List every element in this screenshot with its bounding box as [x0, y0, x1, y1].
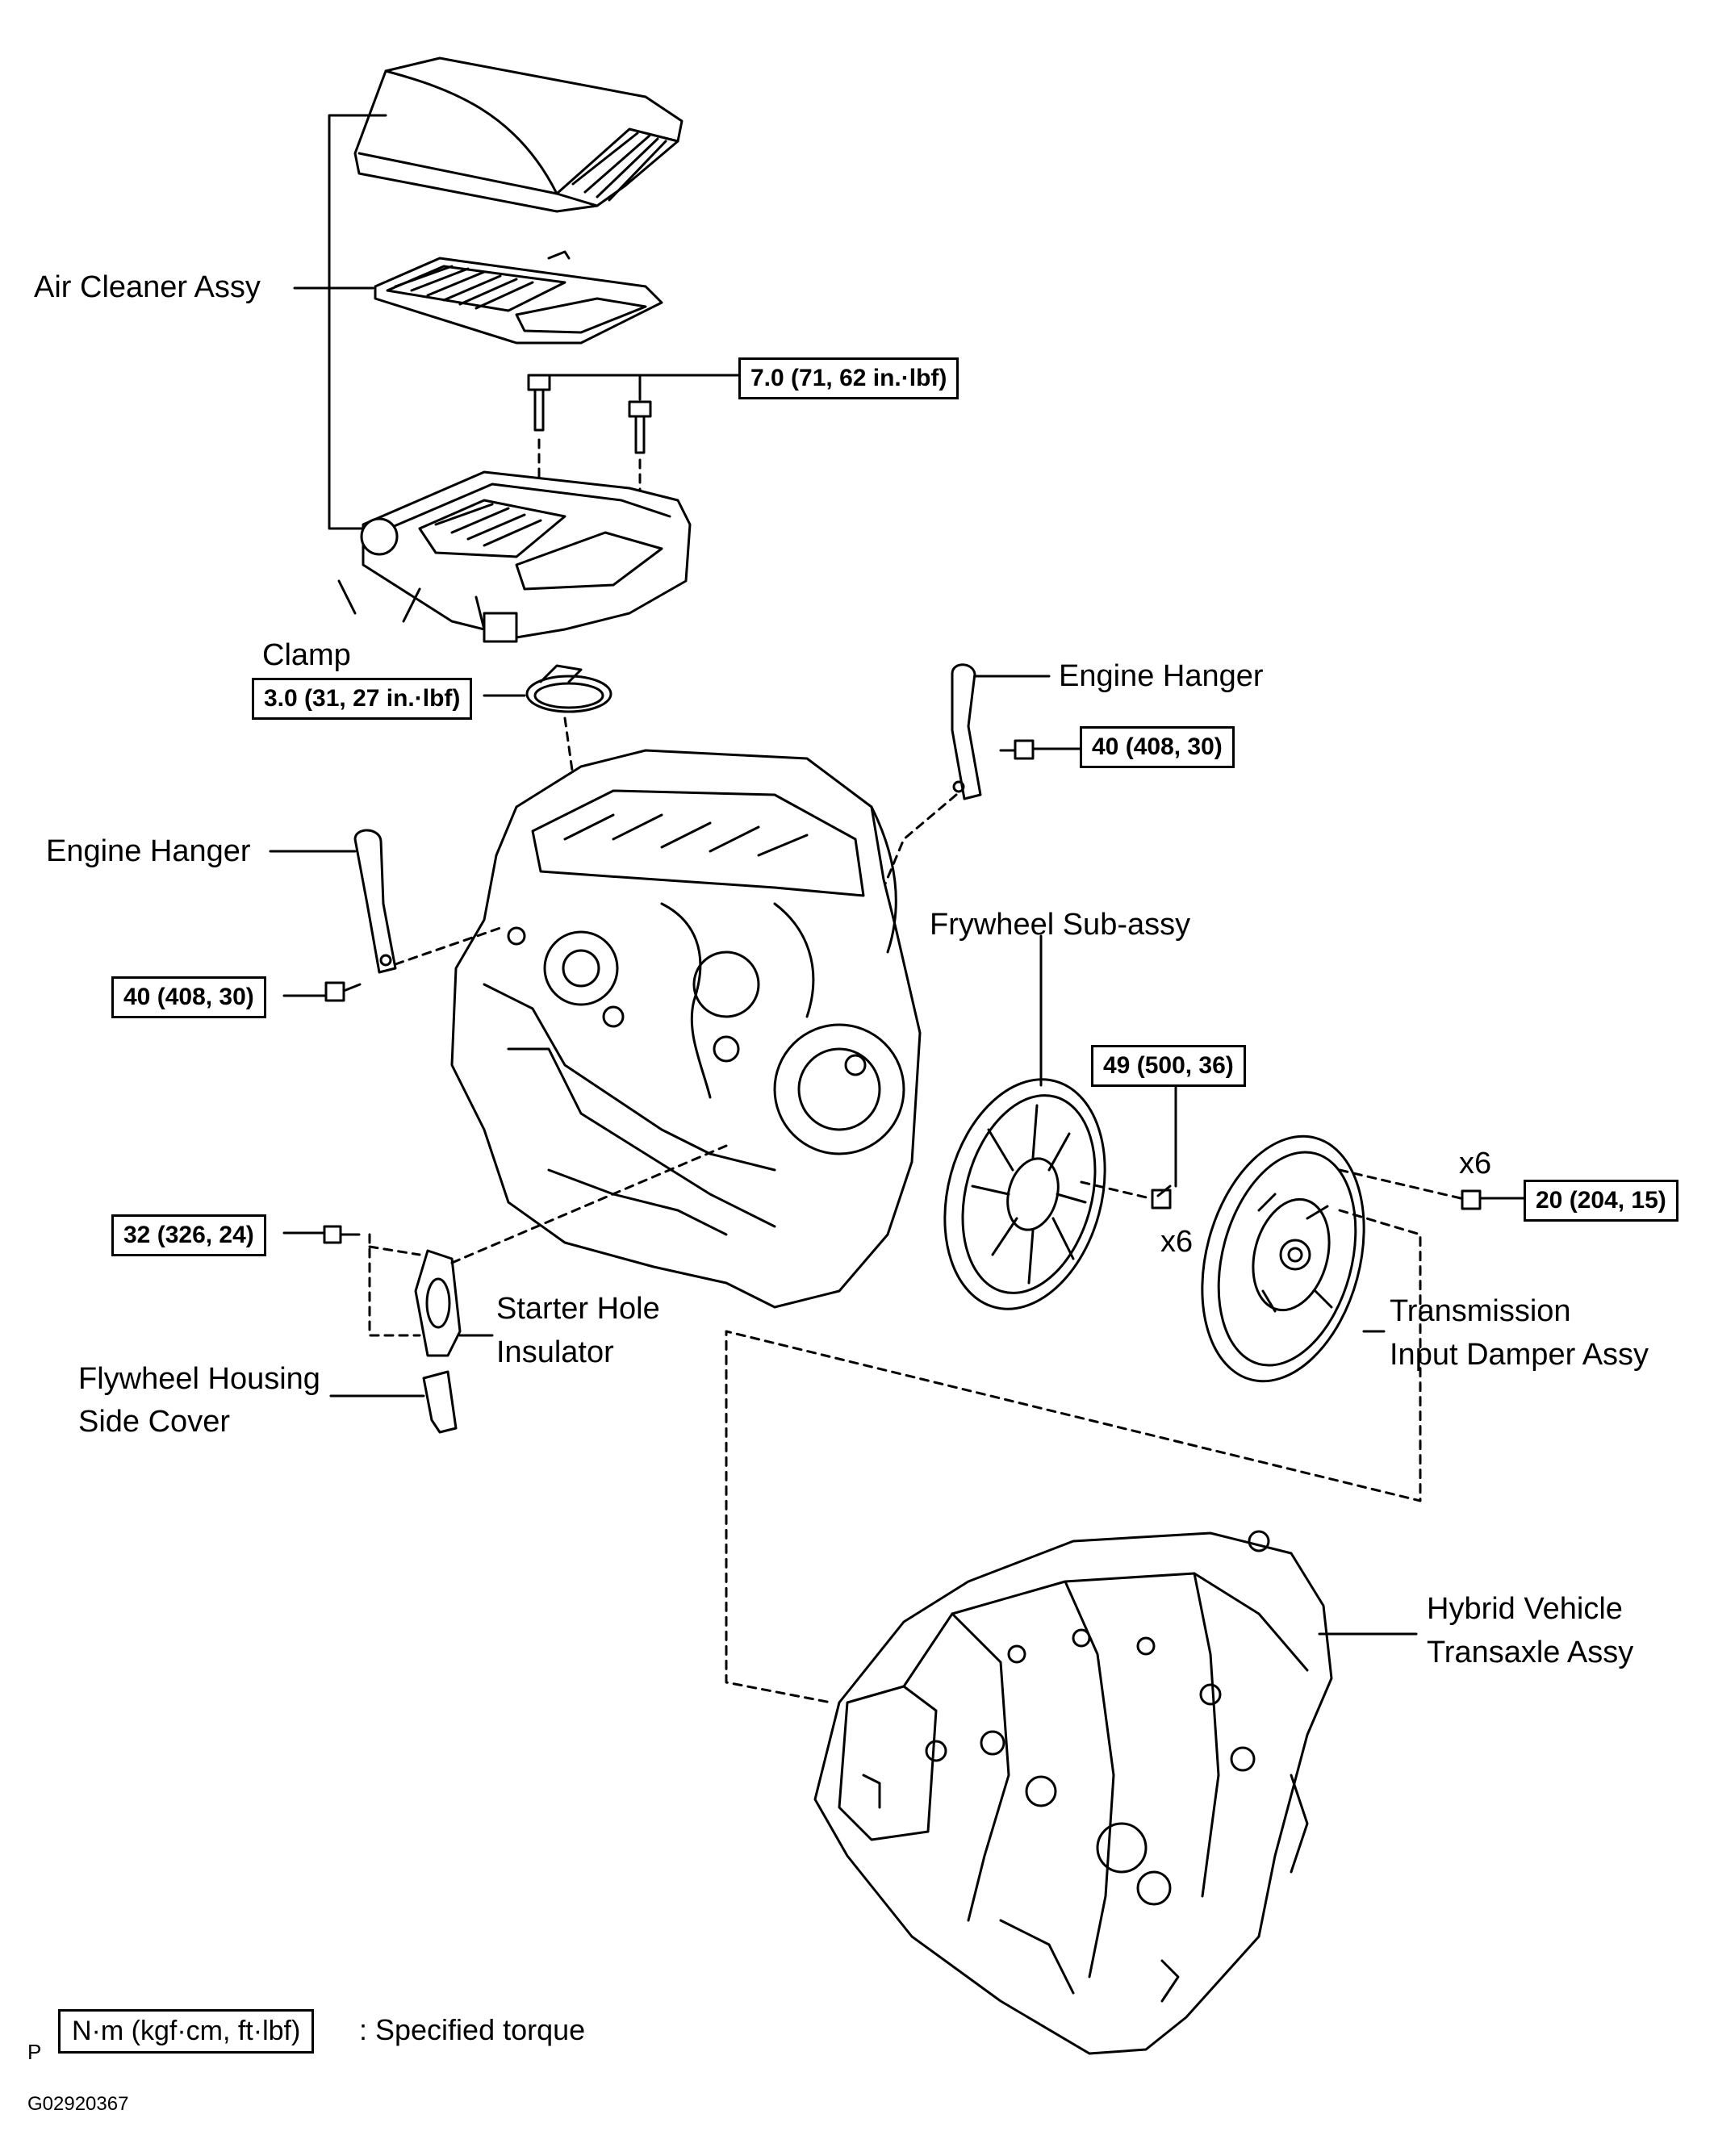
flywheel-bolt-qty: x6 — [1160, 1225, 1194, 1259]
flywheel-torque: 49 (500, 36) — [1091, 1045, 1246, 1087]
legend-unit-box: N·m (kgf·cm, ft·lbf) — [58, 2009, 315, 2054]
engine-hanger-left-label: Engine Hanger — [46, 834, 251, 868]
engine-hanger-left-torque: 40 (408, 30) — [111, 976, 266, 1018]
transaxle-label-1: Hybrid Vehicle — [1427, 1592, 1623, 1626]
air-cleaner-torque: 7.0 (71, 62 in.·lbf) — [738, 357, 959, 399]
flywheel-housing-label-1: Flywheel Housing — [78, 1362, 320, 1396]
starter-torque: 32 (326, 24) — [111, 1214, 266, 1256]
transmission-damper — [1201, 1134, 1365, 1383]
damper-label-2: Input Damper Assy — [1390, 1338, 1649, 1372]
air-cleaner-case — [337, 470, 692, 643]
clamp — [525, 664, 612, 713]
air-cleaner-label: Air Cleaner Assy — [34, 270, 261, 304]
engine-hanger-left-dash — [394, 926, 502, 966]
damper-label-1: Transmission — [1390, 1294, 1571, 1328]
air-cleaner-bracket — [293, 114, 387, 530]
footer-prefix: P — [27, 2040, 42, 2064]
damper-bolt-dash — [1338, 1168, 1462, 1200]
damper-bolt-qty: x6 — [1459, 1147, 1492, 1180]
damper-bolt — [1461, 1189, 1525, 1210]
air-filter-element — [374, 250, 663, 345]
flywheel — [943, 1078, 1106, 1310]
hybrid-transaxle — [813, 1530, 1333, 2055]
engine-hanger-left — [324, 829, 397, 1002]
starter-dash-box-top — [368, 1245, 421, 1256]
starter-dash-engine — [450, 1144, 728, 1264]
starter-hole-insulator — [323, 1225, 462, 1357]
starter-hole-label-2: Insulator — [496, 1335, 614, 1369]
engine-hanger-right-label: Engine Hanger — [1059, 659, 1264, 693]
flywheel-label: Frywheel Sub-assy — [930, 908, 1191, 942]
starter-hole-label-1: Starter Hole — [496, 1292, 660, 1326]
air-cleaner-cover — [353, 56, 684, 213]
clamp-label: Clamp — [262, 638, 351, 672]
engine-hanger-right-torque: 40 (408, 30) — [1080, 726, 1235, 768]
damper-torque: 20 (204, 15) — [1524, 1180, 1678, 1222]
engine-hanger-right-dash — [882, 793, 958, 889]
flywheel-housing-side-cover — [422, 1370, 458, 1434]
flywheel-bolt-dash — [1080, 1180, 1152, 1200]
engine-hanger-right — [951, 663, 1035, 800]
engine-block — [450, 749, 922, 1309]
legend-text: : Specified torque — [359, 2013, 586, 2046]
starter-dash-box — [368, 1233, 421, 1337]
clamp-torque: 3.0 (31, 27 in.·lbf) — [252, 678, 473, 720]
air-cleaner-torque-leader — [547, 374, 642, 401]
flywheel-housing-label-2: Side Cover — [78, 1405, 230, 1439]
flywheel-bolt — [1151, 1185, 1172, 1210]
figure-code: G02920367 — [27, 2093, 129, 2115]
transaxle-label-2: Transaxle Assy — [1427, 1636, 1634, 1669]
